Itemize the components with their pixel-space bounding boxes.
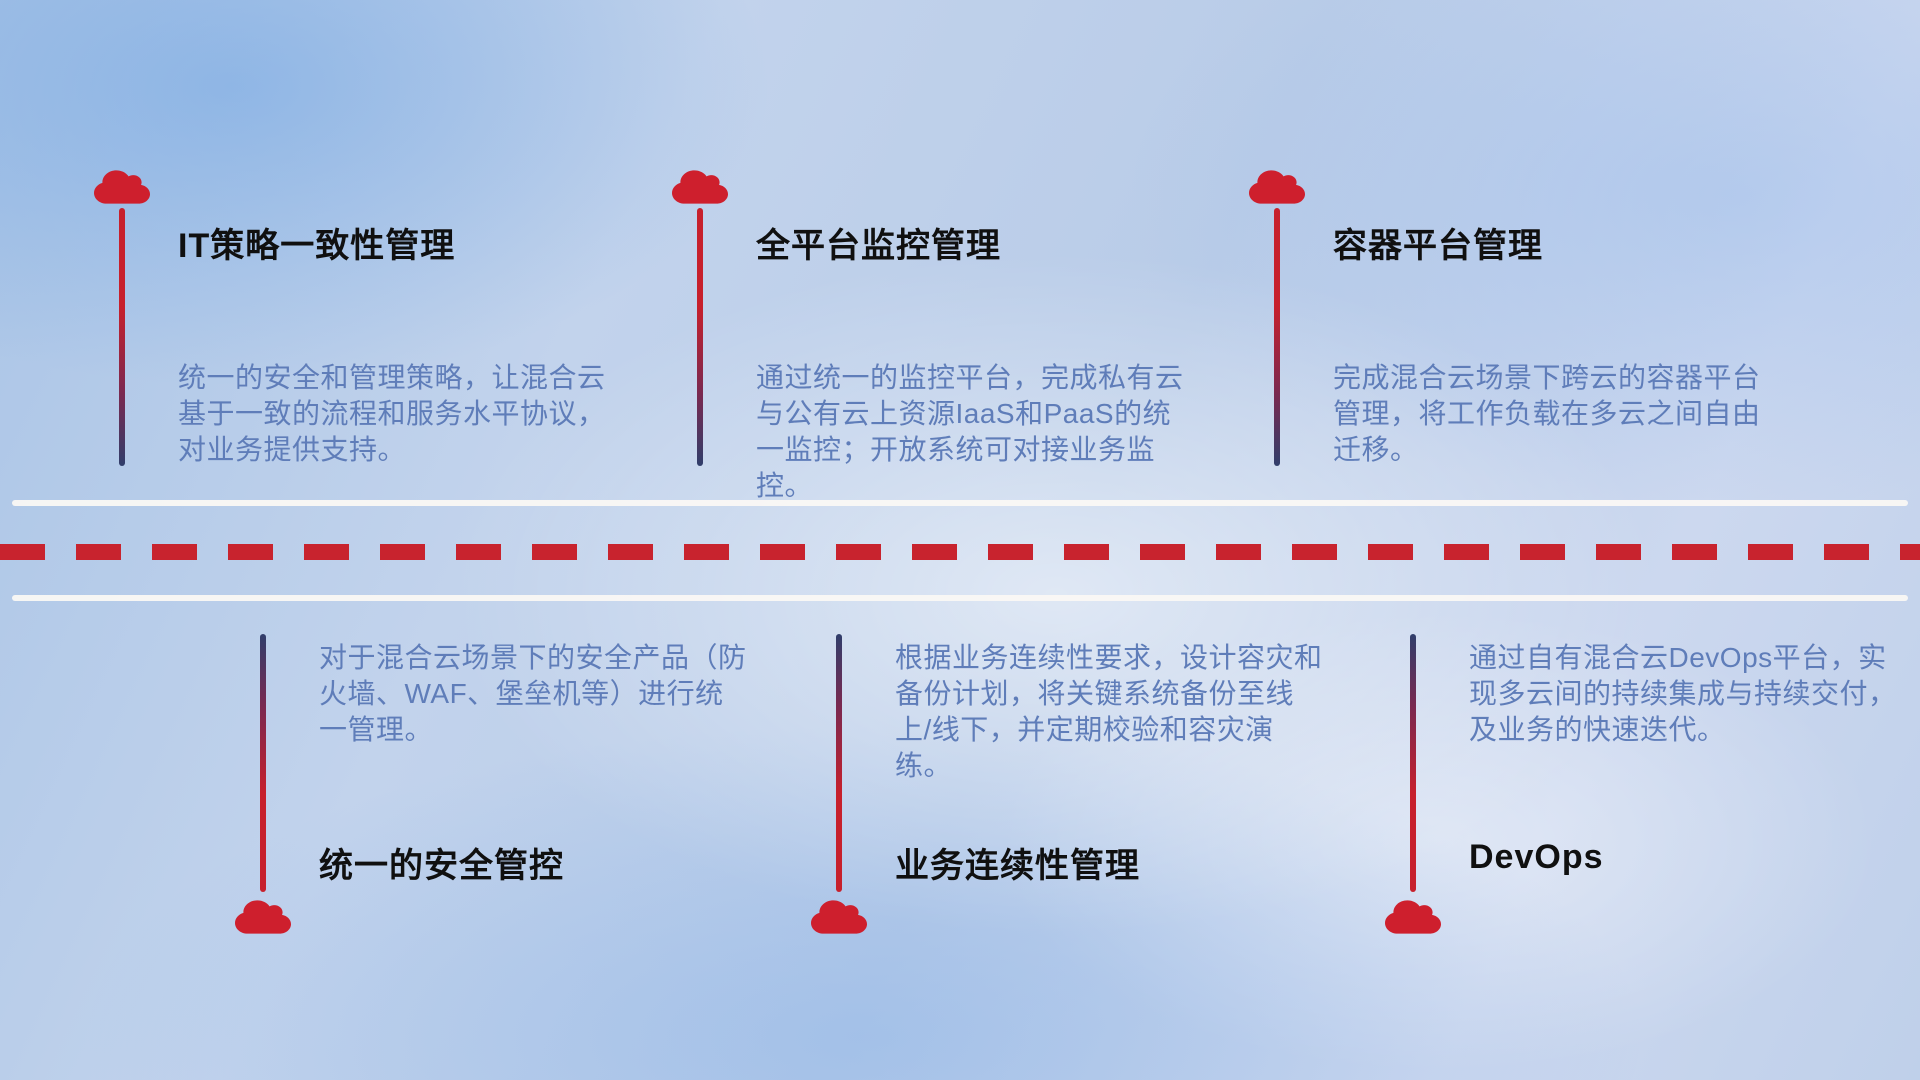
feature-description: 统一的安全和管理策略，让混合云基于一致的流程和服务水平协议，对业务提供支持。 [178, 362, 606, 465]
road-bottom-line [12, 595, 1908, 601]
feature-description: 通过自有混合云DevOps平台，实现多云间的持续集成与持续交付，及业务的快速迭代… [1469, 642, 1897, 745]
feature-title: 业务连续性管理 [895, 847, 1140, 885]
feature-title: 容器平台管理 [1333, 227, 1543, 265]
feature-description: 通过统一的监控平台，完成私有云与公有云上资源IaaS和PaaS的统一监控；开放系… [756, 362, 1184, 501]
connector-line [697, 208, 703, 466]
cloud-icon [672, 170, 728, 204]
connector-line [260, 634, 266, 892]
cloud-icon [811, 900, 867, 934]
feature-description: 完成混合云场景下跨云的容器平台管理，将工作负载在多云之间自由迁移。 [1333, 362, 1761, 465]
feature-title: IT策略一致性管理 [178, 227, 456, 265]
feature-title: 统一的安全管控 [319, 847, 564, 885]
cloud-icon [1385, 900, 1441, 934]
connector-line [836, 634, 842, 892]
connector-line [1274, 208, 1280, 466]
cloud-icon [94, 170, 150, 204]
feature-title: DevOps [1469, 838, 1604, 876]
feature-description: 对于混合云场景下的安全产品（防火墙、WAF、堡垒机等）进行统一管理。 [319, 642, 747, 745]
connector-line [119, 208, 125, 466]
road-top-line [12, 500, 1908, 506]
cloud-icon [235, 900, 291, 934]
cloud-icon [1249, 170, 1305, 204]
connector-line [1410, 634, 1416, 892]
feature-description: 根据业务连续性要求，设计容灾和备份计划，将关键系统备份至线上/线下，并定期校验和… [895, 642, 1323, 781]
road-dashed-divider [0, 544, 1920, 560]
feature-title: 全平台监控管理 [756, 227, 1001, 265]
